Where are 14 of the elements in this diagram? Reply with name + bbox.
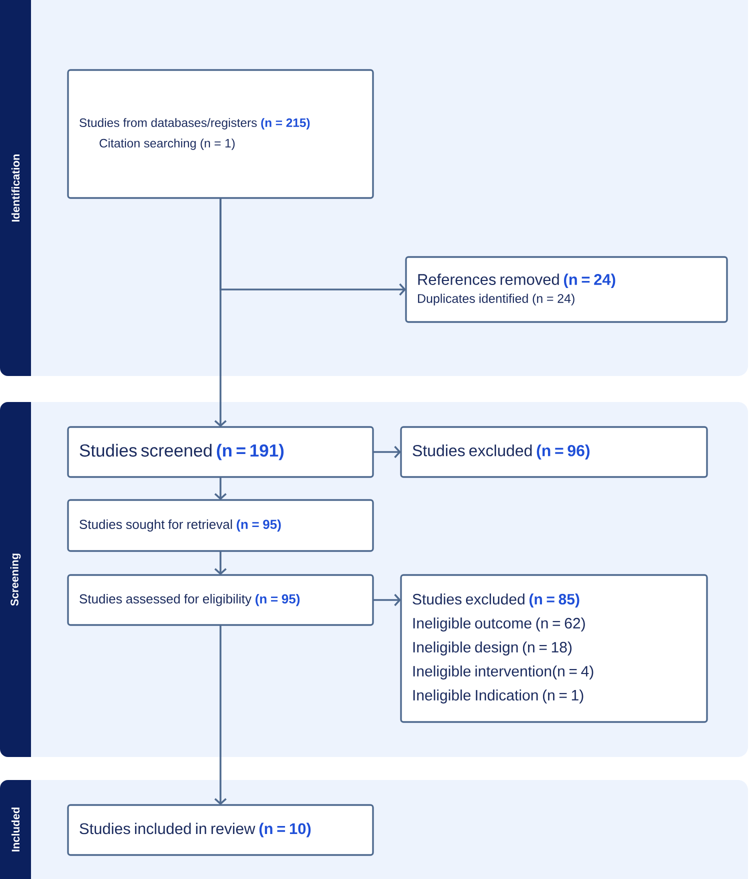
process-box: Studies assessed for eligibility (n = 95) xyxy=(67,574,374,626)
process-box: Studies from databases/registers (n = 215) Citation searching (n = 1) xyxy=(67,69,374,199)
process-box: Studies excluded (n = 96) xyxy=(400,426,708,478)
process-box: Studies sought for retrieval (n = 95) xyxy=(67,499,374,552)
arrow xyxy=(214,551,227,575)
process-box: Studies excluded (n = 85) Ineligible outcome (n = 62) Ineligible design (n = 18) Ineligible intervention(n = 4) Ineligible Indication (n = 1) xyxy=(400,574,708,723)
process-box: Studies included in review (n = 10) xyxy=(67,804,374,856)
arrow xyxy=(214,625,227,805)
arrow xyxy=(373,446,401,458)
arrow xyxy=(214,477,227,500)
process-box: Studies screened (n = 191) xyxy=(67,426,374,478)
arrow xyxy=(373,594,401,606)
process-box: References removed (n = 24) Duplicates identified (n = 24) xyxy=(405,256,728,323)
arrow xyxy=(220,198,406,296)
